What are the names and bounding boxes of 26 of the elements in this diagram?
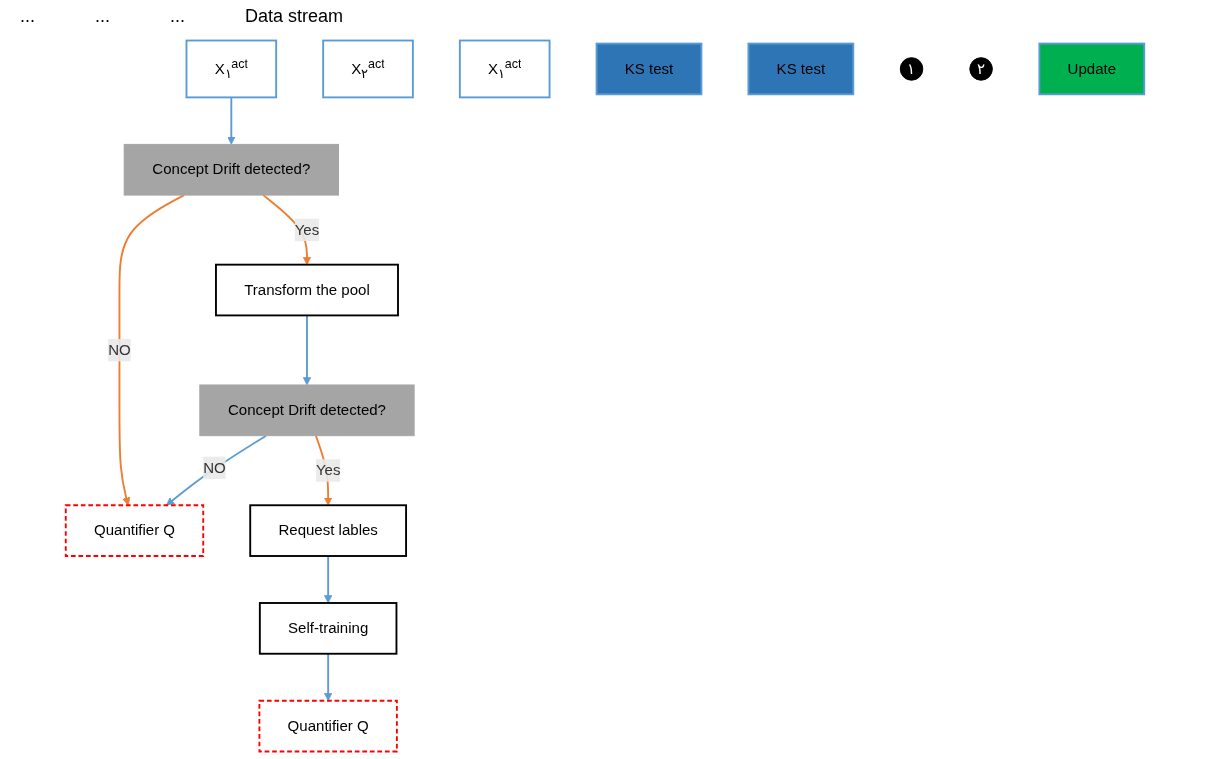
node-box: KS test [747, 42, 855, 96]
node-circle: ١ [899, 57, 924, 81]
node-box: Concept Drift detected? [199, 384, 415, 437]
arrow [302, 314, 312, 386]
node-box: Request lables [249, 504, 407, 557]
node-box: Quantifier Q [258, 699, 398, 753]
edge-label: Yes [315, 462, 341, 478]
node-box: Self-training [258, 602, 398, 655]
label-text: ... [95, 6, 111, 27]
node-box: Concept Drift detected? [123, 143, 339, 196]
edge-label: Yes [294, 221, 320, 238]
node-box: KS test [595, 42, 703, 96]
arrow [227, 96, 236, 145]
node-box: Quantifier Q [64, 504, 205, 557]
label-text: ... [170, 6, 186, 27]
edge-label: NO [108, 341, 131, 358]
arrow [324, 555, 333, 604]
label-text: ... [20, 6, 35, 27]
label-text: Data stream [245, 6, 344, 27]
arrow [324, 652, 333, 702]
node-circle: ٢ [969, 57, 993, 81]
edge-label: NO [203, 459, 226, 476]
node-box: Update [1038, 42, 1146, 96]
arrow [166, 434, 268, 506]
arrow [118, 194, 186, 506]
node-box: Transform the pool [215, 263, 399, 317]
